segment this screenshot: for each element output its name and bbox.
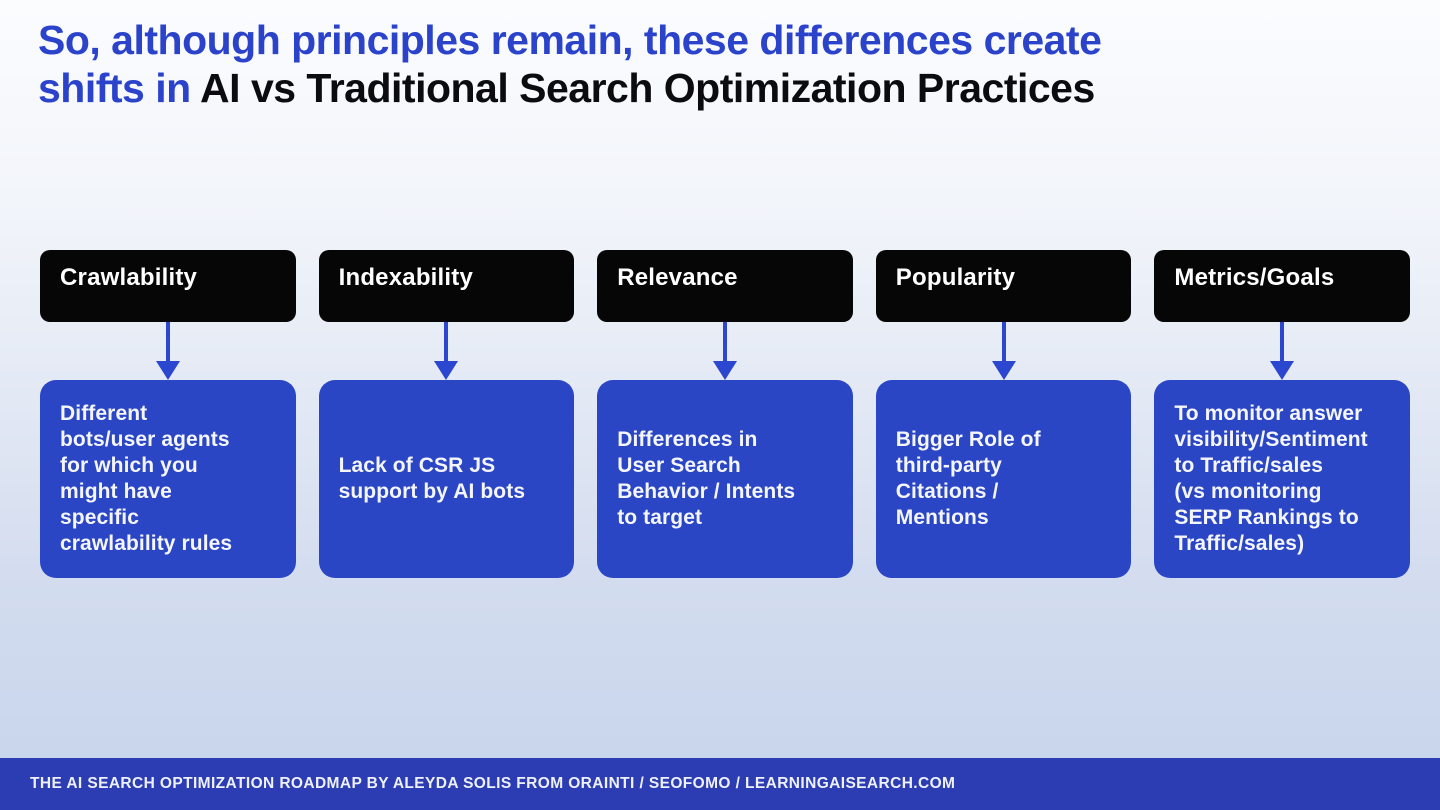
arrow-stem — [165, 322, 170, 361]
down-arrow-icon — [319, 322, 575, 380]
detail-box-crawlability: Different bots/user agents for which you… — [40, 380, 296, 578]
detail-box-indexability: Lack of CSR JS support by AI bots — [318, 380, 575, 578]
column-crawlability: Crawlability Different bots/user agents … — [40, 250, 296, 578]
arrow-head — [712, 361, 737, 380]
arrow-stem — [1280, 322, 1285, 361]
detail-box-metrics-goals: To monitor answer visibility/Sentiment t… — [1154, 380, 1410, 578]
down-arrow-icon — [40, 322, 296, 380]
detail-box-popularity: Bigger Role of third-party Citations / M… — [875, 380, 1132, 578]
column-popularity: Popularity Bigger Role of third-party Ci… — [875, 250, 1132, 578]
page-title-highlight: So, although principles remain, these di… — [38, 17, 1102, 111]
arrow-stem — [1001, 322, 1006, 361]
column-indexability: Indexability Lack of CSR JS support by A… — [318, 250, 575, 578]
arrow-stem — [444, 322, 449, 361]
arrow-head — [1270, 361, 1295, 380]
page-title-rest: AI vs Traditional Search Optimization Pr… — [200, 65, 1095, 111]
header-box-crawlability: Crawlability — [40, 250, 296, 322]
header-box-metrics-goals: Metrics/Goals — [1154, 250, 1410, 322]
page-title: So, although principles remain, these di… — [38, 16, 1404, 112]
arrow-head — [155, 361, 180, 380]
arrow-head — [991, 361, 1016, 380]
arrow-head — [434, 361, 459, 380]
down-arrow-icon — [597, 322, 853, 380]
column-metrics-goals: Metrics/Goals To monitor answer visibili… — [1154, 250, 1410, 578]
header-box-relevance: Relevance — [597, 250, 853, 322]
arrow-stem — [722, 322, 727, 361]
header-box-popularity: Popularity — [875, 250, 1132, 322]
column-relevance: Relevance Differences in User Search Beh… — [597, 250, 853, 578]
detail-box-relevance: Differences in User Search Behavior / In… — [597, 380, 853, 578]
down-arrow-icon — [1154, 322, 1410, 380]
down-arrow-icon — [876, 322, 1132, 380]
footer-bar: THE AI SEARCH OPTIMIZATION ROADMAP BY AL… — [0, 758, 1440, 810]
comparison-columns: Crawlability Different bots/user agents … — [40, 250, 1410, 578]
footer-credit-text: THE AI SEARCH OPTIMIZATION ROADMAP BY AL… — [30, 775, 956, 792]
header-box-indexability: Indexability — [318, 250, 575, 322]
